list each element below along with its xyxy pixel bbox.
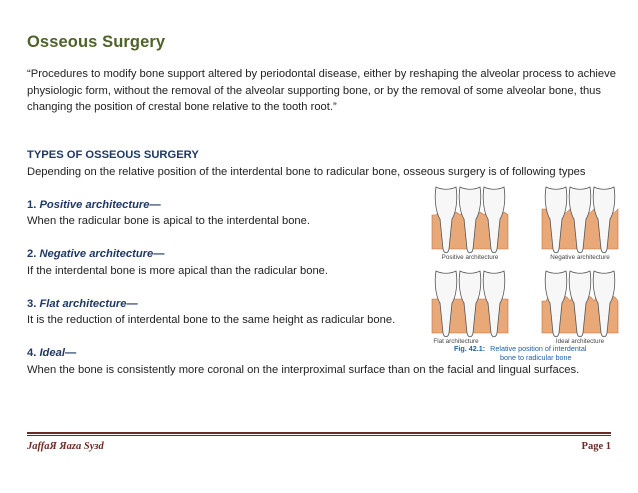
panel-caption: Negative architecture [550, 254, 610, 261]
type-item-ideal: 4. Ideal— When the bone is consistently … [27, 345, 612, 378]
type-number: 2. [27, 248, 37, 260]
type-item-positive: 1. Positive architecture— When the radic… [27, 197, 612, 230]
type-desc: When the bone is consistently more coron… [27, 363, 580, 376]
figure-svg: Positive architecture Negative architect… [431, 186, 619, 362]
page-title: Osseous Surgery [27, 33, 166, 51]
figure-caption-line2: bone to radicular bone [500, 353, 572, 362]
type-number: 3. [27, 297, 37, 310]
panel-caption: Flat architecture [433, 338, 479, 345]
type-number: 1. [27, 198, 37, 211]
panel-caption: Positive architecture [442, 254, 499, 261]
type-name: Positive architecture— [39, 198, 161, 211]
types-section: TYPES OF OSSEOUS SURGERY Depending on th… [27, 147, 612, 378]
type-item-flat: 3. Flat architecture— It is the reductio… [27, 296, 612, 329]
type-number: 4. [27, 347, 37, 359]
bone-architecture-figure: Positive architecture Negative architect… [430, 183, 630, 363]
type-name: Negative architecture— [39, 248, 165, 260]
type-name: Ideal— [39, 347, 77, 359]
figure-caption-text: Relative position of interdental [490, 344, 587, 353]
footer-rule-thin [27, 435, 611, 436]
type-desc: If the interdental bone is more apical t… [27, 264, 329, 277]
footer-rule [27, 432, 611, 434]
footer-author: JaffaЯ Яaza Syзd [27, 441, 104, 452]
panel-caption: Ideal architecture [556, 338, 605, 345]
figure-caption-label: Fig. 42.1: [454, 344, 485, 353]
panel-positive: Positive architecture [431, 186, 509, 261]
types-intro: Depending on the relative position of th… [27, 165, 586, 178]
type-item-negative: 2. Negative architecture— If the interde… [27, 246, 612, 279]
figure-caption-line1: Fig. 42.1: Relative position of interden… [454, 344, 587, 353]
type-name: Flat architecture— [39, 297, 138, 310]
panel-negative: Negative architecture [541, 186, 619, 261]
panel-ideal: Ideal architecture [541, 270, 619, 345]
type-desc: When the radicular bone is apical to the… [27, 215, 310, 227]
panel-flat: Flat architecture [431, 270, 509, 345]
types-heading: TYPES OF OSSEOUS SURGERY [27, 149, 199, 161]
definition-quote: “Procedures to modify bone support alter… [27, 68, 616, 113]
footer-page-number: Page 1 [581, 441, 611, 452]
type-desc: It is the reduction of interdental bone … [27, 314, 396, 326]
